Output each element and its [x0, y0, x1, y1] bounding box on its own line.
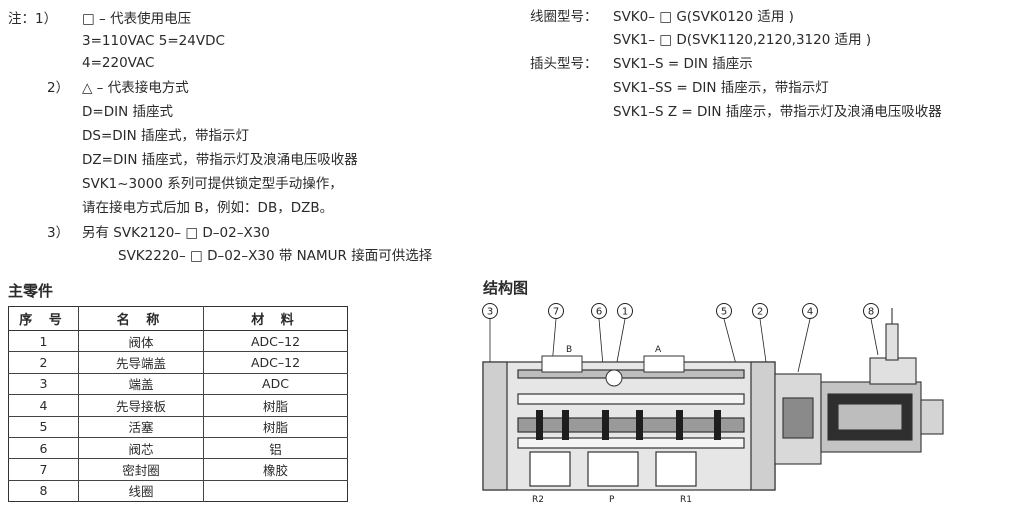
cell-index: 2	[8, 351, 79, 374]
svg-text:4: 4	[807, 307, 813, 318]
cell-name: 端盖	[78, 372, 204, 395]
top-ports	[541, 355, 685, 387]
cell-name: 先导接板	[78, 394, 204, 417]
cell-material	[203, 479, 348, 502]
spool-seals	[536, 410, 721, 440]
callout-1: 1	[617, 303, 633, 319]
cell-index: 5	[8, 415, 79, 438]
note-3-line2: SVK2220– □ D–02–X30 带 NAMUR 接面可供选择	[118, 248, 433, 264]
callout-4: 4	[802, 303, 818, 319]
note-1-voltage-a: 3=110VAC 5=24VDC	[82, 33, 225, 49]
cell-index: 8	[8, 479, 79, 502]
coil-model-1: SVK0– □ G(SVK0120 适用 )	[613, 9, 794, 25]
note-2-ds: DS=DIN 插座式，带指示灯	[82, 128, 250, 144]
plug-label: 插头型号：	[530, 56, 598, 72]
note-1-voltage-b: 4=220VAC	[82, 55, 155, 71]
callout-7: 7	[548, 303, 564, 319]
port-label-b: B	[566, 345, 572, 355]
plug-model-2: SVK1–SS = DIN 插座示，带指示灯	[613, 80, 829, 96]
structure-title: 结构图	[483, 279, 529, 297]
cell-index: 1	[8, 329, 79, 352]
svg-text:8: 8	[868, 307, 874, 318]
coil-label: 线圈型号：	[530, 9, 598, 25]
port-label-r1: R1	[680, 495, 692, 505]
cell-index: 3	[8, 372, 79, 395]
svg-text:5: 5	[721, 307, 727, 318]
coil-model-2: SVK1– □ D(SVK1120,2120,3120 适用 )	[613, 32, 872, 48]
port-label-p: P	[609, 495, 615, 505]
note-3-line1: 另有 SVK2120– □ D–02–X30	[82, 225, 270, 241]
note-2-dz: DZ=DIN 插座式，带指示灯及浪涌电压吸收器	[82, 152, 358, 168]
cell-material: 树脂	[203, 415, 348, 438]
plug-model-3: SVK1–S Z = DIN 插座示，带指示灯及浪涌电压吸收器	[613, 104, 942, 120]
coil-connector	[869, 308, 917, 385]
cell-name: 先导端盖	[78, 351, 204, 374]
port-label-a: A	[655, 345, 662, 355]
parts-title: 主零件	[8, 282, 54, 300]
note-2-add: 请在接电方式后加 B，例如：DB，DZB。	[82, 200, 334, 216]
svg-text:2: 2	[757, 307, 763, 318]
cell-index: 7	[8, 458, 79, 481]
callout-8: 8	[863, 303, 879, 319]
pilot-section	[774, 373, 944, 465]
svg-text:6: 6	[596, 307, 602, 318]
note-2-title: △ – 代表接电方式	[82, 80, 189, 96]
cell-index: 6	[8, 436, 79, 459]
svg-text:1: 1	[622, 307, 628, 318]
parts-header-row: 序 号 名 称 材 料	[8, 306, 348, 331]
cell-name: 密封圈	[78, 458, 204, 481]
note-3-number: 3）	[47, 225, 70, 241]
svg-text:3: 3	[487, 307, 493, 318]
cell-name: 阀芯	[78, 436, 204, 459]
cell-material: ADC–12	[203, 329, 348, 352]
header-name: 名 称	[78, 306, 204, 331]
callout-6: 6	[591, 303, 607, 319]
note-1-title: □ – 代表使用电压	[82, 11, 192, 27]
note-2-d: D=DIN 插座式	[82, 104, 173, 120]
port-label-r2: R2	[532, 495, 544, 505]
plug-model-1: SVK1–S = DIN 插座示	[613, 56, 753, 72]
header-index: 序 号	[8, 306, 79, 331]
cell-index: 4	[8, 394, 79, 417]
cell-material: 树脂	[203, 394, 348, 417]
cell-material: ADC–12	[203, 351, 348, 374]
callout-5: 5	[716, 303, 732, 319]
cell-material: 橡胶	[203, 458, 348, 481]
cell-material: 铝	[203, 436, 348, 459]
note-2-number: 2）	[47, 80, 70, 96]
structure-diagram: 3 7 6 1 5 2 4 8 B A R2 P R1	[482, 303, 944, 505]
cell-name: 线圈	[78, 479, 204, 502]
note-2-svk: SVK1~3000 系列可提供锁定型手动操作，	[82, 176, 343, 192]
header-material: 材 料	[203, 306, 348, 331]
callout-3: 3	[482, 303, 498, 319]
callouts: 3 7 6 1 5 2 4 8	[482, 303, 879, 319]
callout-2: 2	[752, 303, 768, 319]
notes-label: 注：1）	[8, 11, 58, 27]
svg-text:7: 7	[553, 307, 559, 318]
cell-material: ADC	[203, 372, 348, 395]
valve-body	[482, 361, 776, 491]
cell-name: 阀体	[78, 329, 204, 352]
cell-name: 活塞	[78, 415, 204, 438]
